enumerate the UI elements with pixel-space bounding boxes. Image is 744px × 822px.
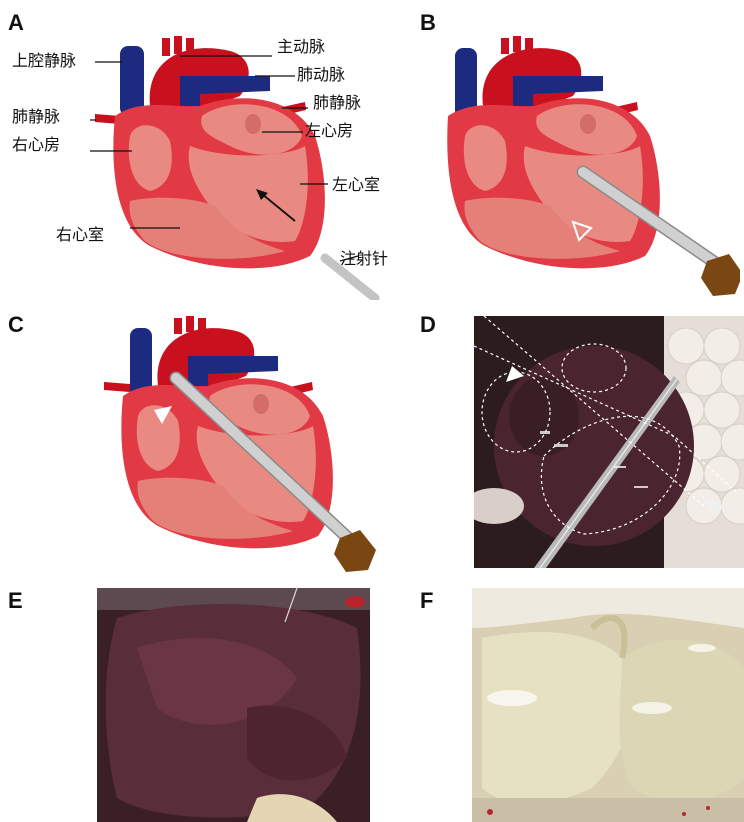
panel-b-heart-diagram — [445, 36, 740, 298]
label-pulmonary-vein-right: 肺静脉 — [12, 108, 60, 126]
photo-dark-heart — [97, 588, 370, 822]
label-superior-vena-cava: 上腔静脉 — [12, 52, 76, 70]
panel-e-photo — [97, 588, 370, 822]
panel-label-a: A — [8, 10, 24, 36]
label-left-ventricle: 左心室 — [332, 176, 380, 194]
label-right-ventricle: 右心室 — [56, 226, 104, 244]
photo-heart-needle — [474, 316, 744, 568]
panel-label-c: C — [8, 312, 24, 338]
label-right-atrium: 右心房 — [12, 136, 60, 154]
panel-f-photo — [472, 588, 744, 822]
label-pulmonary-artery: 肺动脉 — [297, 66, 345, 84]
panel-label-b: B — [420, 10, 436, 36]
label-aorta: 主动脉 — [277, 38, 325, 56]
heart-diagram-c — [98, 316, 388, 578]
label-pulmonary-vein-left: 肺静脉 — [313, 94, 361, 112]
superior-vena-cava — [120, 46, 144, 116]
label-needle: 注射针 — [340, 250, 388, 268]
label-left-atrium: 左心房 — [305, 122, 353, 140]
heart-diagram-b — [445, 36, 740, 298]
panel-label-e: E — [8, 588, 23, 614]
panel-label-d: D — [420, 312, 436, 338]
photo-pale-tissue — [472, 588, 744, 822]
panel-label-f: F — [420, 588, 433, 614]
panel-c-heart-diagram — [98, 316, 388, 578]
panel-d-photo — [474, 316, 744, 568]
